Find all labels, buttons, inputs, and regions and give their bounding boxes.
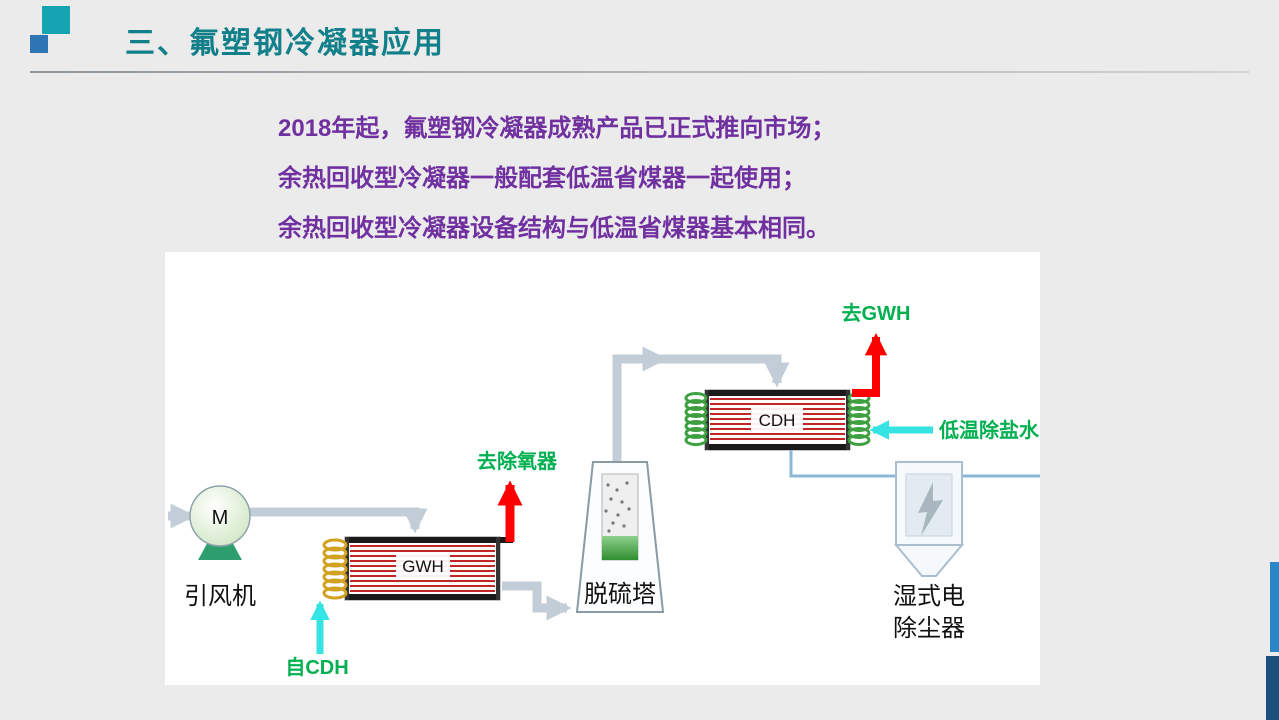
body-line-3: 余热回收型冷凝器设备结构与低温省煤器基本相同。	[278, 215, 830, 242]
tower-liquid	[602, 536, 638, 560]
fan-motor-icon	[189, 485, 251, 547]
cdh-to-esp-line	[789, 450, 895, 478]
gwh-label: GWH	[402, 557, 444, 576]
cdh-top-header	[705, 390, 850, 396]
gwh-cold-water-inlet: 自CDH	[285, 600, 349, 679]
desulfurization-tower: 脱硫塔	[575, 461, 665, 613]
cdh-red-arrow	[852, 332, 888, 397]
deco-square-teal-icon	[42, 6, 70, 34]
gwh-to-tower-pipe	[502, 581, 572, 621]
tower-outlet-pipe	[612, 346, 668, 464]
tower-label: 脱硫塔	[584, 581, 656, 608]
gwh-label-bg	[396, 554, 450, 578]
flow-diagram-svg: M 引风机 GWH	[168, 301, 1040, 679]
esp-connection-lines	[789, 450, 1040, 478]
gwh-hot-water-outlet: 去除氧器	[477, 449, 558, 542]
gwh-in-label: 自CDH	[285, 655, 348, 679]
cdh-label-bg	[751, 408, 803, 432]
gwh-out-label: 去除氧器	[477, 449, 558, 473]
cdh-bottom-header	[705, 444, 850, 450]
process-flow-diagram: M 引风机 GWH	[165, 252, 1040, 685]
flue-gas-pipes	[168, 346, 790, 621]
body-text-block: 2018年起，氟塑钢冷凝器成熟产品已正式推向市场； 余热回收型冷凝器一般配套低温…	[278, 104, 835, 254]
gwh-heat-exchanger: GWH	[322, 536, 513, 601]
page-title: 三、氟塑钢冷凝器应用	[125, 27, 445, 60]
gwh-bottom-header	[345, 594, 500, 600]
cdh-out-label: 去GWH	[842, 301, 911, 325]
cdh-label: CDH	[759, 411, 796, 430]
cdh-cold-water-inlet: 低温除盐水	[869, 418, 1040, 442]
title-divider	[30, 71, 1249, 73]
esp-label-line2: 除尘器	[893, 615, 965, 642]
fan-label: 引风机	[184, 583, 256, 610]
fan-motor-letter: M	[212, 507, 229, 529]
induced-draft-fan: M 引风机	[184, 485, 256, 610]
esp-label-line1: 湿式电	[893, 583, 965, 610]
cdh-in-label: 低温除盐水	[938, 418, 1040, 442]
body-line-1: 2018年起，氟塑钢冷凝器成熟产品已正式推向市场；	[278, 115, 836, 142]
pipe-to-cdh	[663, 354, 790, 388]
esp-funnel	[893, 544, 965, 577]
spray-dots	[604, 481, 631, 533]
cdh-hot-water-outlet: 去GWH	[842, 301, 911, 397]
lightning-icon	[918, 482, 943, 536]
deco-square-blue-icon	[30, 35, 48, 53]
gwh-top-header	[345, 537, 513, 543]
edge-bar-dark-blue	[1266, 656, 1279, 720]
cdh-left-coil-icon	[684, 392, 708, 446]
fan-to-gwh-pipe	[250, 507, 428, 534]
cdh-right-coil-icon	[847, 392, 871, 446]
edge-bar-light-blue	[1270, 562, 1279, 652]
gwh-right-cap	[496, 537, 500, 600]
cdh-heat-exchanger: CDH	[684, 389, 871, 451]
body-line-2: 余热回收型冷凝器一般配套低温省煤器一起使用；	[278, 165, 806, 192]
wet-esp: 湿式电 除尘器	[893, 461, 965, 642]
gwh-coil-icon	[322, 538, 348, 600]
